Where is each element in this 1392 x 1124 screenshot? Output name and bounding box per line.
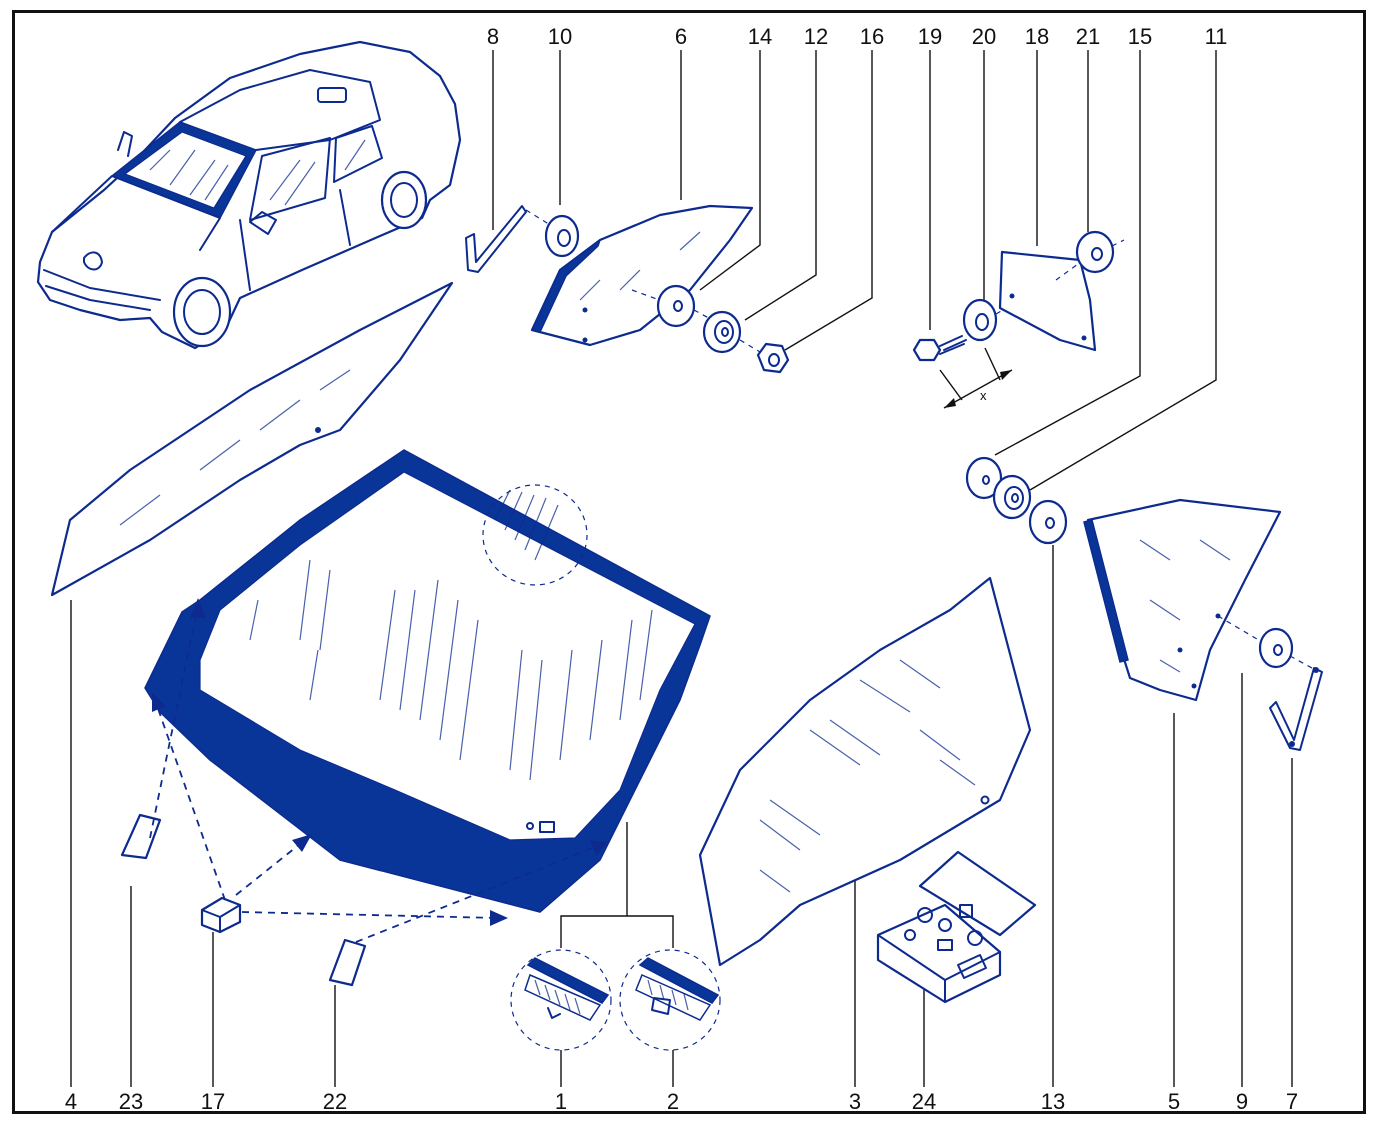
part-23-pad: [120, 813, 162, 860]
callout-6: 6: [674, 24, 688, 49]
callout-4: 4: [64, 1089, 78, 1114]
callout-20: 20: [971, 24, 997, 49]
part-20-washer: [962, 298, 1011, 342]
part-4-side-strip-glass: [50, 281, 454, 597]
part-9-washer: [1258, 627, 1294, 669]
callout-18: 18: [1024, 24, 1050, 49]
part-16-nut: [756, 342, 790, 374]
callout-10: 10: [547, 24, 573, 49]
part-8-bracket: [465, 205, 553, 273]
callout-9: 9: [1235, 1089, 1249, 1114]
part-7-bracket: [1269, 655, 1323, 751]
callout-14: 14: [747, 24, 773, 49]
callout-12: 12: [803, 24, 829, 49]
part-10-washer: [544, 214, 580, 258]
callout-16: 16: [859, 24, 885, 49]
part-24-kit-box: [876, 850, 1037, 1004]
part-17-block: [200, 896, 242, 934]
callout-23: 23: [118, 1089, 144, 1114]
dimension-x: x: [939, 347, 1013, 409]
part-12-grommet: [702, 310, 761, 354]
callout-11: 11: [1204, 24, 1228, 49]
part-5-rear-quarter-glass: [1083, 498, 1282, 702]
callout-8: 8: [486, 24, 500, 49]
part-13-washer: [1028, 499, 1068, 545]
callout-1: 1: [554, 1089, 568, 1114]
callout-21: 21: [1075, 24, 1101, 49]
part-18-small-glass: [998, 250, 1097, 352]
leader-lines: [70, 50, 1293, 1087]
callout-13: 13: [1040, 1089, 1066, 1114]
callout-3: 3: [848, 1089, 862, 1114]
callout-15: 15: [1127, 24, 1153, 49]
detail-1-clip: [510, 949, 612, 1051]
callout-19: 19: [917, 24, 943, 49]
part-15-washer: [965, 456, 1003, 500]
part-11-grommet: [992, 474, 1032, 520]
part-19-bolt: [912, 335, 967, 362]
callout-5: 5: [1167, 1089, 1181, 1114]
callout-2: 2: [666, 1089, 680, 1114]
callout-7: 7: [1285, 1089, 1299, 1114]
detail-2-clip: [619, 949, 721, 1051]
car-illustration: [36, 40, 462, 350]
part-21-washer: [1075, 230, 1125, 274]
callout-24: 24: [911, 1089, 937, 1114]
windshield: [144, 449, 711, 913]
dimension-x-label: x: [980, 388, 987, 403]
part-3-door-glass: [698, 576, 1032, 967]
callout-22: 22: [322, 1089, 348, 1114]
callout-17: 17: [200, 1089, 226, 1114]
part-6-quarter-glass: [530, 204, 754, 347]
part-22-pad: [328, 938, 367, 987]
placement-arrows: [149, 598, 608, 943]
diagram-frame: [12, 10, 1366, 1114]
